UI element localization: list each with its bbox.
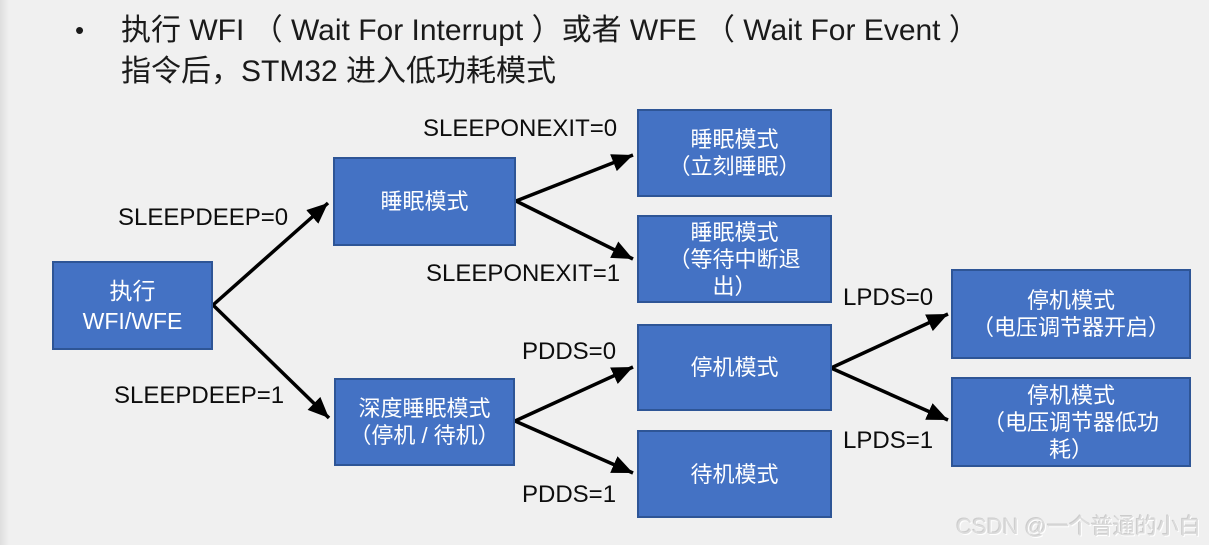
bullet-point: • <box>75 15 85 45</box>
node-exec-wfi-wfe: 执行 WFI/WFE <box>52 261 213 350</box>
label-sleepdeep-1: SLEEPDEEP=1 <box>114 382 285 409</box>
node-stop-regulator-low-power: 停机模式 （电压调节器低功 耗） <box>951 377 1191 467</box>
node-sleep-wait-interrupt-exit: 睡眠模式 （等待中断退 出） <box>637 215 832 303</box>
title-line-2: 指令后，STM32 进入低功耗模式 <box>121 55 557 88</box>
arrow-deep-sleep-to-standby <box>514 419 634 475</box>
arrow-deep-sleep-to-stop <box>514 365 634 423</box>
node-text: （等待中断退 <box>668 246 801 272</box>
arrow-exec-to-deep-sleep <box>211 303 331 420</box>
node-sleep-immediate: 睡眠模式 （立刻睡眠） <box>637 109 832 197</box>
node-text: 睡眠模式 <box>380 189 469 214</box>
label-sleepdeep-0: SLEEPDEEP=0 <box>118 204 289 231</box>
node-text: 耗） <box>1048 436 1093 462</box>
node-text: 出） <box>712 273 757 299</box>
label-pdds-1: PDDS=1 <box>522 481 617 508</box>
node-text: 停机模式 <box>1026 288 1115 313</box>
label-sleeponexit-0: SLEEPONEXIT=0 <box>423 115 618 142</box>
arrow-sleep-to-sleep-immediate <box>515 153 634 203</box>
node-stop-mode: 停机模式 <box>637 324 832 411</box>
arrow-stop-to-regulator-lp <box>830 366 949 422</box>
node-text: 待机模式 <box>690 461 779 487</box>
node-sleep-mode: 睡眠模式 <box>333 157 516 246</box>
node-text: （电压调节器开启） <box>971 315 1170 340</box>
page-left-edge <box>0 0 9 545</box>
node-text: WFI/WFE <box>82 307 183 334</box>
node-text: 睡眠模式 <box>690 127 779 152</box>
title-block: • 执行 WFI （ Wait For Interrupt ）或者 WFE （ … <box>75 10 1185 92</box>
title-line-1: 执行 WFI （ Wait For Interrupt ）或者 WFE （ Wa… <box>121 14 979 47</box>
node-text: 停机模式 <box>690 355 779 380</box>
node-text: （停机 / 待机） <box>349 423 500 448</box>
node-text: 停机模式 <box>1026 382 1115 408</box>
label-lpds-1: LPDS=1 <box>843 427 934 454</box>
watermark: CSDN @一个普通的小白 <box>956 514 1201 539</box>
node-text: 执行 <box>109 277 156 304</box>
arrow-sleep-to-sleep-wait-exit <box>515 199 634 261</box>
title-lines: 执行 WFI （ Wait For Interrupt ）或者 WFE （ Wa… <box>121 10 1185 92</box>
arrow-exec-to-sleep <box>211 201 330 307</box>
node-standby-mode: 待机模式 <box>637 430 832 518</box>
node-stop-regulator-on: 停机模式 （电压调节器开启） <box>951 269 1191 359</box>
arrow-stop-to-regulator-on <box>830 312 949 370</box>
node-text: 睡眠模式 <box>690 219 779 245</box>
label-sleeponexit-1: SLEEPONEXIT=1 <box>426 260 621 287</box>
label-lpds-0: LPDS=0 <box>843 284 934 311</box>
label-pdds-0: PDDS=0 <box>522 338 617 365</box>
node-text: 深度睡眠模式 <box>358 396 491 421</box>
node-deep-sleep-mode: 深度睡眠模式 （停机 / 待机） <box>334 378 515 466</box>
node-text: （电压调节器低功 <box>982 409 1159 435</box>
node-text: （立刻睡眠） <box>668 154 801 179</box>
